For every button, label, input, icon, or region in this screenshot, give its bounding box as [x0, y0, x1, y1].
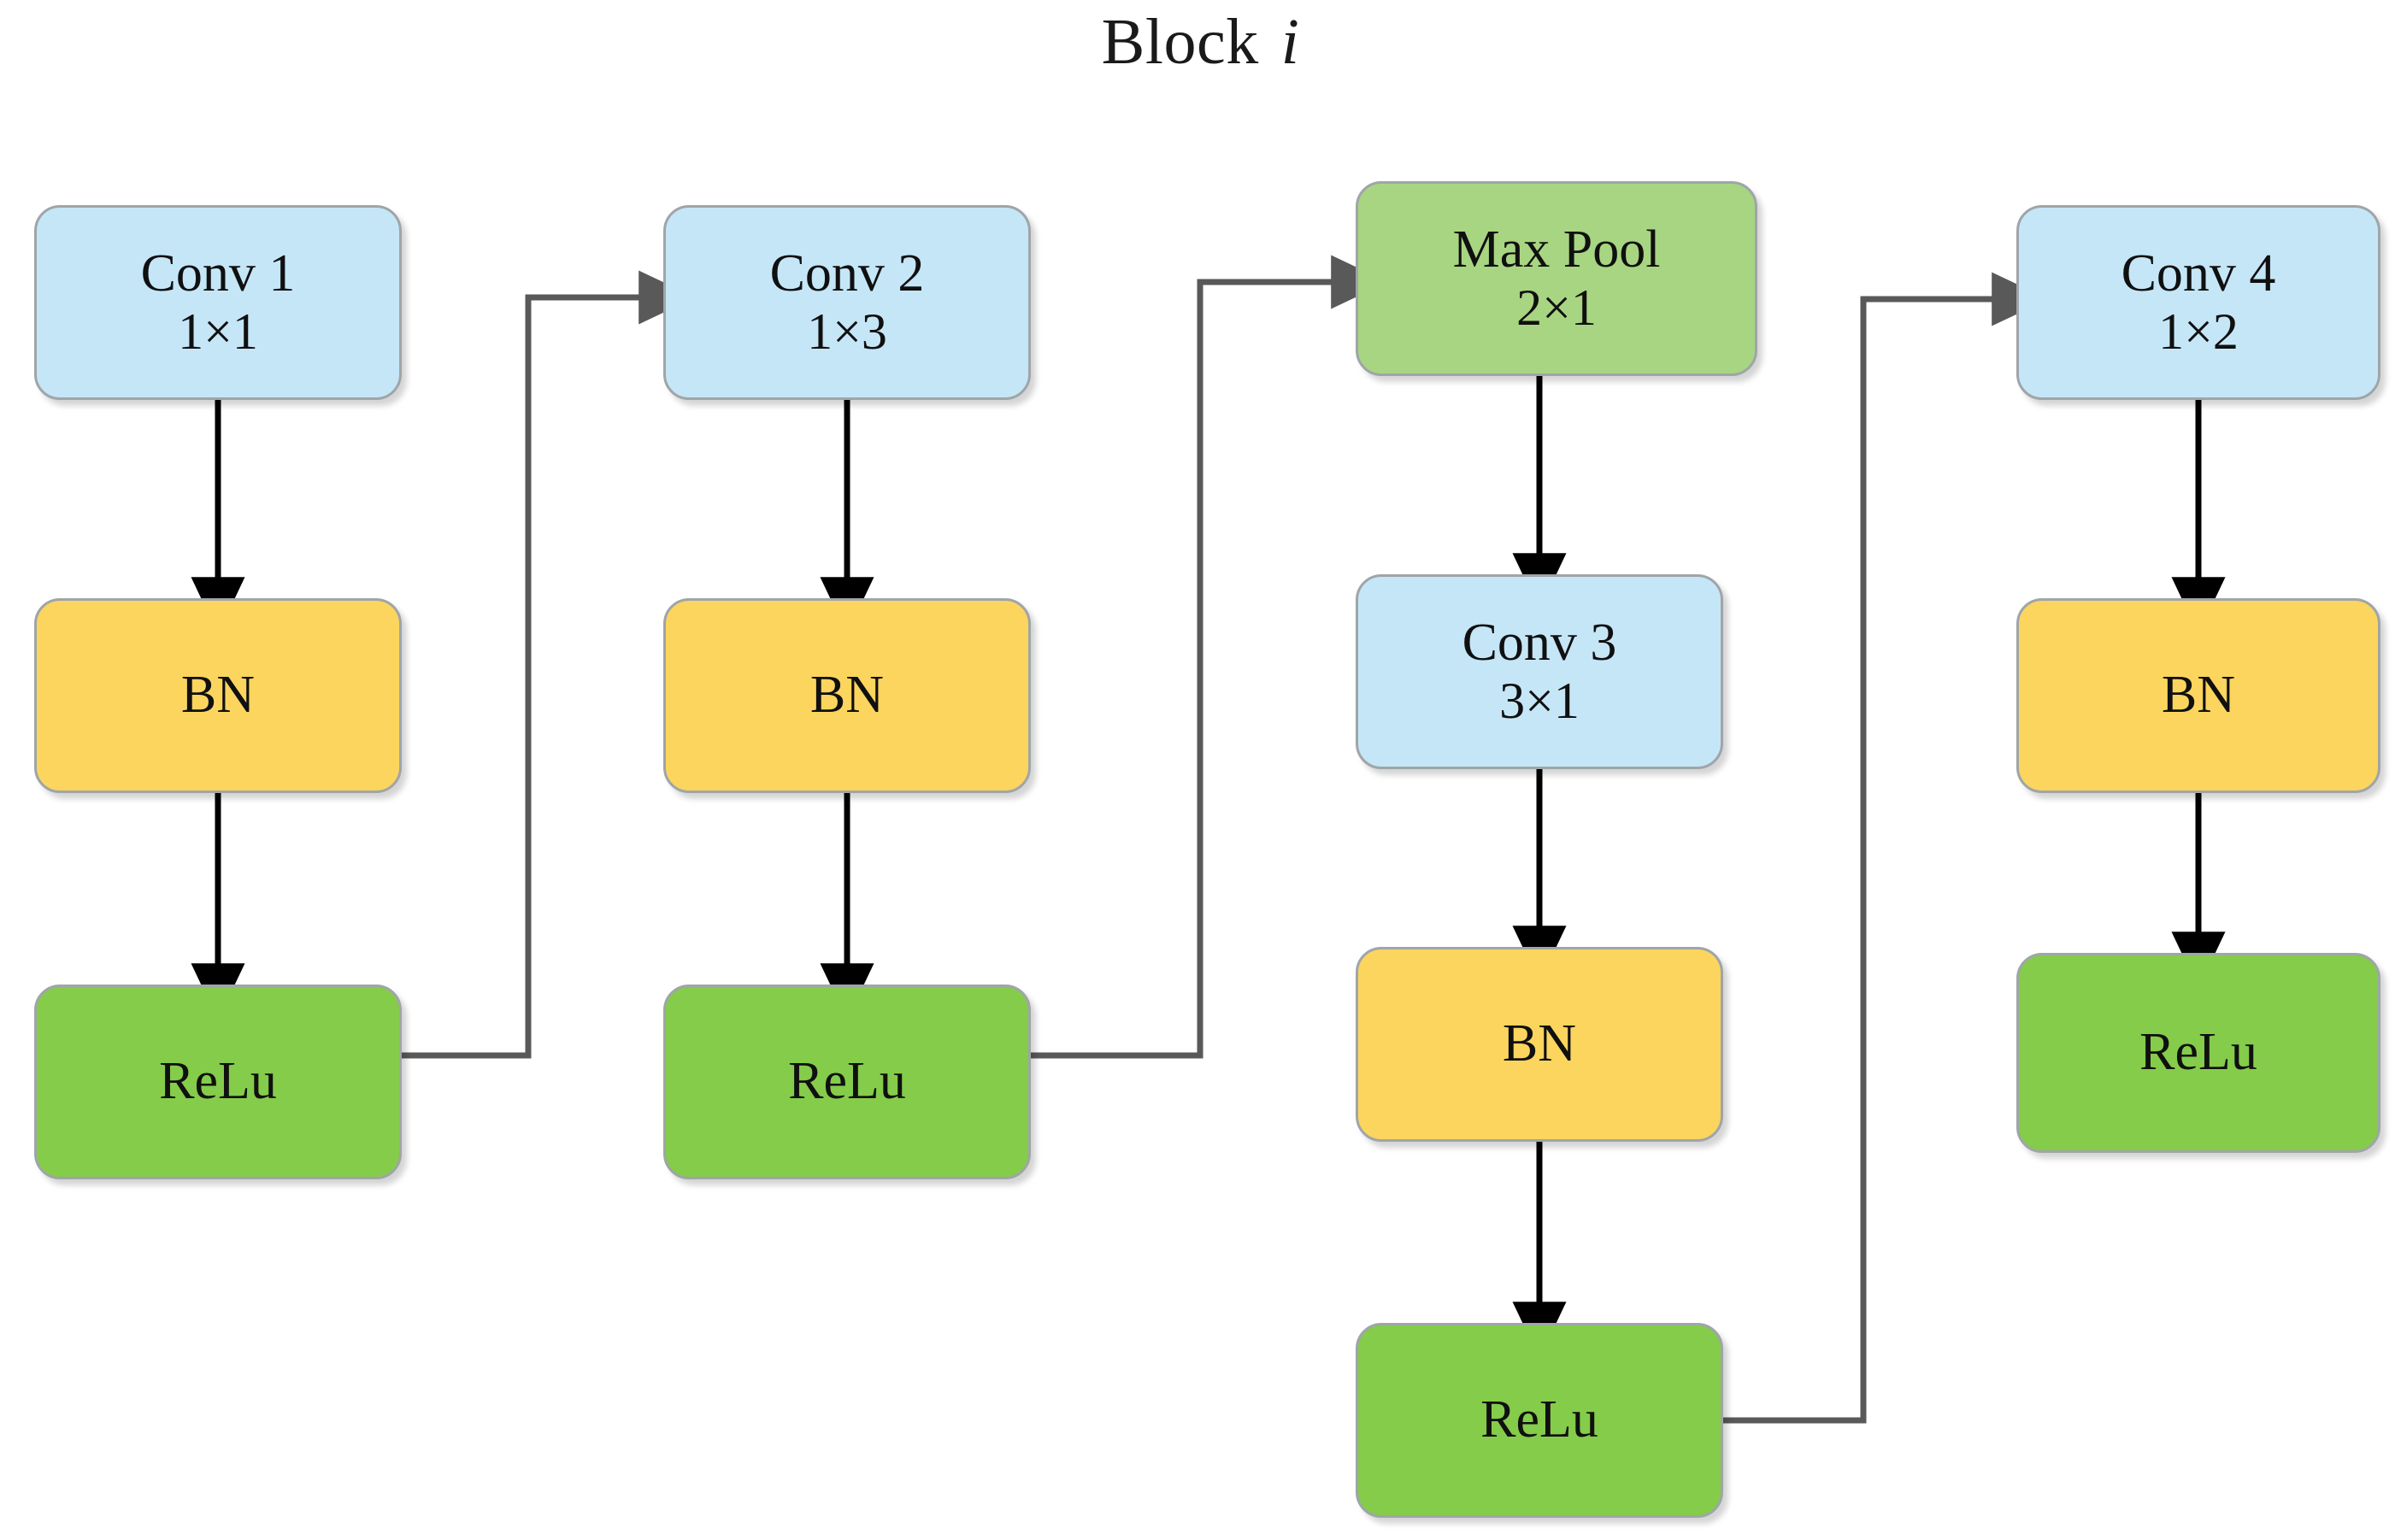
node-conv2[interactable]: Conv 2 1×3 — [663, 205, 1031, 400]
node-conv3-kernel: 3×1 — [1499, 673, 1580, 730]
node-conv1-kernel: 1×1 — [178, 303, 258, 361]
node-relu4-label: ReLu — [2139, 1023, 2257, 1082]
node-relu2-label: ReLu — [788, 1052, 906, 1111]
node-maxpool-label: Max Pool — [1452, 220, 1661, 279]
node-relu4[interactable]: ReLu — [2016, 953, 2380, 1153]
node-conv2-kernel: 1×3 — [807, 303, 887, 361]
edge-relu3-conv4 — [1723, 272, 2049, 1424]
node-relu3-label: ReLu — [1480, 1390, 1598, 1449]
node-conv3[interactable]: Conv 3 3×1 — [1356, 574, 1723, 769]
node-conv4[interactable]: Conv 4 1×2 — [2016, 205, 2380, 400]
node-relu3[interactable]: ReLu — [1356, 1323, 1723, 1518]
edge-relu2-maxpool — [1031, 255, 1388, 1059]
node-bn1-label: BN — [180, 666, 256, 725]
title-index-italic: i — [1280, 6, 1300, 78]
node-conv3-label: Conv 3 — [1462, 613, 1617, 672]
node-conv2-label: Conv 2 — [769, 244, 925, 303]
node-bn2-label: BN — [809, 666, 885, 725]
node-bn1[interactable]: BN — [34, 598, 402, 793]
node-relu1[interactable]: ReLu — [34, 985, 402, 1179]
edge-relu1-conv2 — [402, 270, 696, 1059]
node-maxpool-kernel: 2×1 — [1516, 279, 1597, 337]
node-bn2[interactable]: BN — [663, 598, 1031, 793]
node-bn3-label: BN — [1502, 1014, 1577, 1073]
node-relu2[interactable]: ReLu — [663, 985, 1031, 1179]
node-maxpool[interactable]: Max Pool 2×1 — [1356, 181, 1757, 376]
title-text: Block — [1101, 6, 1259, 78]
node-relu1-label: ReLu — [159, 1052, 277, 1111]
node-conv4-label: Conv 4 — [2121, 244, 2276, 303]
node-conv1[interactable]: Conv 1 1×1 — [34, 205, 402, 400]
node-bn3[interactable]: BN — [1356, 947, 1723, 1142]
node-conv4-kernel: 1×2 — [2158, 303, 2239, 361]
node-conv1-label: Conv 1 — [140, 244, 296, 303]
node-bn4[interactable]: BN — [2016, 598, 2380, 793]
node-bn4-label: BN — [2161, 666, 2236, 725]
